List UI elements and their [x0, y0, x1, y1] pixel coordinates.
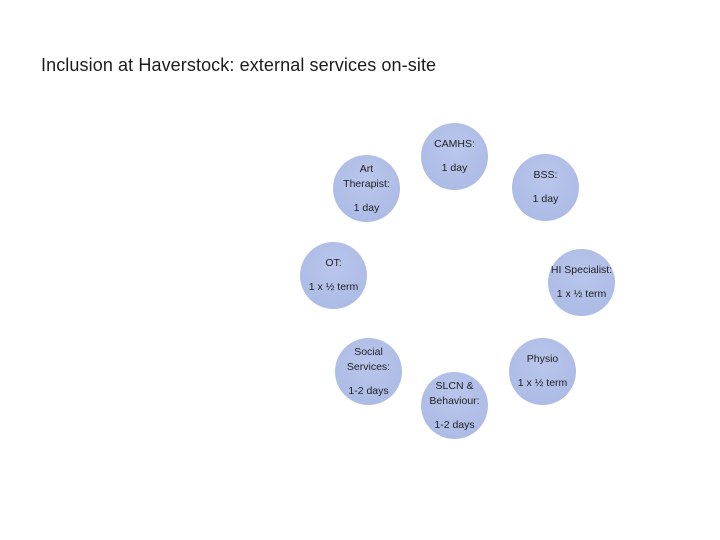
- bubble-art-therapist: Art Therapist: 1 day: [333, 155, 400, 222]
- bubble-ot: OT: 1 x ½ term: [300, 242, 367, 309]
- bubble-social-services-label: Social Services:: [346, 345, 391, 373]
- bubble-hi-specialist-duration: 1 x ½ term: [556, 288, 607, 300]
- bubble-ot-label: OT:: [325, 257, 342, 269]
- bubble-slcn-behaviour-duration: 1-2 days: [434, 418, 475, 431]
- bubble-camhs: CAMHS: 1 day: [421, 123, 488, 190]
- bubble-art-therapist-label: Art Therapist:: [343, 162, 390, 190]
- bubble-physio-label: Physio: [526, 353, 559, 365]
- bubble-slcn-behaviour: SLCN & Behaviour: 1-2 days: [421, 372, 488, 439]
- bubble-ot-duration: 1 x ½ term: [308, 281, 359, 293]
- bubble-social-services-duration: 1-2 days: [348, 384, 389, 397]
- bubble-bss: BSS: 1 day: [512, 154, 579, 221]
- bubble-art-therapist-duration: 1 day: [353, 201, 380, 214]
- bubble-hi-specialist: HI Specialist: 1 x ½ term: [548, 249, 615, 316]
- bubble-bss-duration: 1 day: [532, 193, 559, 205]
- slide-title: Inclusion at Haverstock: external servic…: [41, 55, 437, 75]
- bubble-social-services: Social Services: 1-2 days: [335, 338, 402, 405]
- bubble-slcn-behaviour-label: SLCN & Behaviour:: [429, 379, 480, 407]
- bubble-camhs-duration: 1 day: [441, 162, 468, 174]
- bubble-physio: Physio 1 x ½ term: [509, 338, 576, 405]
- bubble-camhs-label: CAMHS:: [434, 138, 475, 150]
- bubble-bss-label: BSS:: [533, 169, 558, 181]
- bubble-hi-specialist-label: HI Specialist:: [550, 264, 613, 276]
- bubble-physio-duration: 1 x ½ term: [517, 377, 568, 389]
